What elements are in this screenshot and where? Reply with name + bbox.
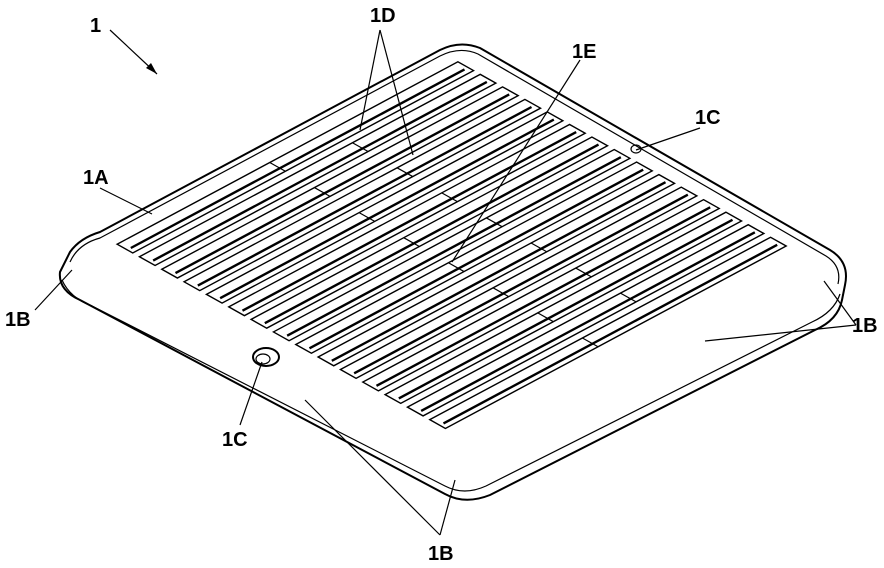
stiffener-rib (403, 237, 420, 247)
grille-slot (316, 173, 676, 367)
louvre-slat (375, 206, 711, 387)
grille-slot (249, 136, 609, 329)
grille-slot (271, 148, 632, 342)
frame-top-rim (69, 49, 840, 285)
arrowhead-1 (146, 63, 157, 74)
louvre-slat (353, 193, 689, 375)
stiffener-rib (575, 267, 592, 278)
stiffener-rib (269, 161, 286, 172)
grille-slot (383, 211, 743, 405)
stiffener-rib (492, 287, 510, 298)
grille-slot (361, 198, 721, 392)
label-1B-right: 1B (852, 315, 878, 337)
grille-slot (294, 161, 654, 355)
grille-slot (338, 186, 699, 380)
louvre-slat (398, 218, 734, 400)
louvre-slat (174, 93, 510, 275)
stiffener-rib (441, 192, 458, 203)
louvre-slat (197, 105, 533, 287)
louvre-slat (286, 156, 622, 337)
leader-1B-bottom-a (304, 399, 441, 536)
fastener-hole-side (630, 144, 642, 154)
slot-array (115, 61, 788, 430)
stiffener-rib (486, 217, 503, 228)
stiffener-rib (448, 262, 465, 273)
grille-slot (405, 223, 766, 417)
label-1: 1 (90, 15, 101, 37)
louvre-slat (420, 231, 756, 412)
stiffener-rib (358, 212, 376, 222)
leader-1B-bottom-b (439, 479, 456, 536)
stiffener-rib (352, 142, 369, 153)
leader-1C-right (635, 127, 701, 151)
leader-1C-bottom (239, 361, 263, 426)
fastener-hole-front (252, 347, 280, 367)
leader-1E (451, 59, 581, 263)
grille-slot (428, 236, 788, 430)
stiffener-rib (537, 312, 554, 323)
frame-side-edge (61, 279, 841, 492)
leader-1B-left (34, 269, 73, 311)
label-1B-left: 1B (5, 309, 31, 331)
label-1A: 1A (83, 167, 109, 189)
louvre-slat (241, 131, 577, 312)
grille-slot (137, 73, 498, 267)
grille-slot (115, 61, 475, 254)
label-1D: 1D (370, 5, 396, 27)
stiffener-rib (530, 242, 548, 253)
louvre-slat (442, 243, 778, 425)
grille-slot (204, 111, 565, 304)
louvre-slat (264, 143, 600, 325)
louvre-slat (152, 80, 488, 262)
stiffener-rib (314, 187, 331, 197)
label-1E: 1E (572, 41, 596, 63)
leader-1B-right-b (704, 324, 857, 342)
leader-1D-a (359, 29, 381, 131)
label-1C-right: 1C (695, 107, 721, 129)
louvre-slat (331, 181, 667, 362)
louvre-slat (308, 168, 644, 350)
stiffener-rib (396, 167, 414, 178)
grille-slot (182, 98, 542, 292)
label-1C-bottom: 1C (222, 429, 248, 451)
grille-slot (227, 123, 587, 317)
louvre-slat (219, 118, 555, 300)
louvre-slat (130, 68, 466, 250)
fastener-hole-front-inner (255, 353, 271, 365)
leader-1A (99, 187, 153, 215)
grille-slot (160, 86, 520, 279)
label-1B-bottom: 1B (428, 543, 454, 565)
leader-1B-right-a (823, 280, 857, 326)
stiffener-rib (582, 337, 599, 348)
stiffener-rib (620, 292, 637, 303)
leader-1D-b (379, 29, 414, 156)
